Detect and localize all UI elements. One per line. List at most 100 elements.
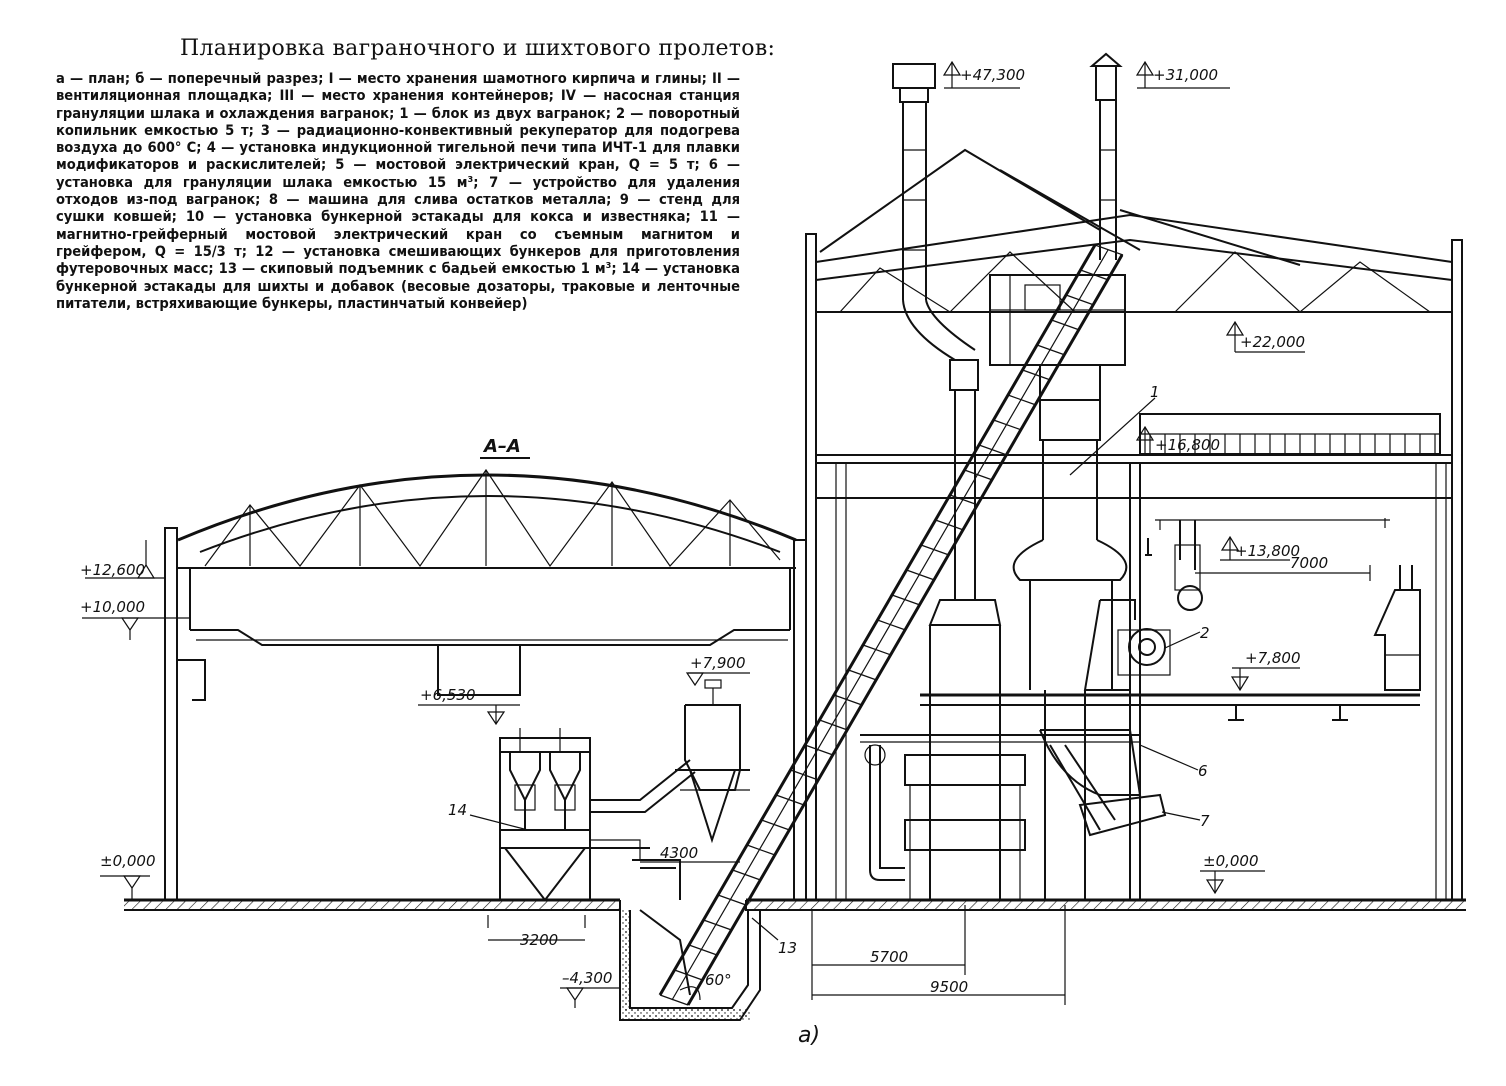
elevation-left-roof: +12,600 xyxy=(80,540,165,579)
elevation-right-roof: +22,000 xyxy=(1225,320,1305,353)
svg-text:1: 1 xyxy=(1150,383,1160,401)
callout-2: 2 xyxy=(1164,624,1210,649)
hoist-rung xyxy=(688,944,718,956)
hoist-rung xyxy=(761,819,790,831)
hoist-rung xyxy=(920,544,950,556)
dim-span-a: 5700 xyxy=(811,905,966,975)
hoist-rung xyxy=(659,994,689,1006)
svg-text:–4,300: –4,300 xyxy=(562,969,612,987)
svg-text:4300: 4300 xyxy=(660,844,698,862)
drying-stand-9 xyxy=(1373,565,1421,691)
elevation-right-crane: +16,800 xyxy=(1135,425,1220,456)
svg-text:13: 13 xyxy=(778,939,797,957)
hoist-rung xyxy=(1065,294,1095,306)
hoist-rung xyxy=(964,469,993,481)
hoist-rung xyxy=(746,844,776,856)
svg-text:7: 7 xyxy=(1200,812,1210,830)
dim-span-b: 9500 xyxy=(811,905,1066,1005)
svg-text:9500: 9500 xyxy=(930,978,968,996)
hoist-rung xyxy=(790,769,819,781)
hoist-rung xyxy=(1022,369,1051,381)
svg-text:60°: 60° xyxy=(705,971,732,989)
svg-text:7000: 7000 xyxy=(1290,554,1328,572)
svg-text:+47,300: +47,300 xyxy=(960,66,1025,84)
hoist-rung xyxy=(732,869,761,881)
hoist-rung xyxy=(1007,394,1037,406)
chimney-left xyxy=(892,63,1002,626)
dim-hook-reach: 7000 xyxy=(1195,554,1371,581)
hoist-rung xyxy=(703,919,732,931)
skip-hoist-13 xyxy=(658,244,1124,1006)
slag-granulator-6 xyxy=(1039,729,1142,831)
svg-text:+6,530: +6,530 xyxy=(420,686,476,704)
svg-text:+12,600: +12,600 xyxy=(80,561,145,579)
svg-text:2: 2 xyxy=(1200,624,1210,642)
svg-text:±0,000: ±0,000 xyxy=(100,852,156,870)
figure-label: а) xyxy=(798,1023,820,1048)
hoist-rung xyxy=(717,894,747,906)
section-label: А–А xyxy=(480,436,530,459)
svg-text:5700: 5700 xyxy=(870,948,908,966)
caption-text: а — план; б — поперечный разрез; I — мес… xyxy=(56,70,740,312)
svg-text:+13,800: +13,800 xyxy=(1235,542,1300,560)
hoist-rung xyxy=(674,969,703,981)
dim-skip-offset: 4300 xyxy=(640,844,740,863)
callout-14: 14 xyxy=(448,801,529,831)
hoist-rung xyxy=(1036,344,1066,356)
left-building-section xyxy=(164,468,807,901)
callout-6: 6 xyxy=(1139,744,1208,780)
elevation-platform: +7,800 xyxy=(1230,649,1301,692)
hoist-rung xyxy=(775,794,805,806)
svg-text:+7,900: +7,900 xyxy=(690,654,746,672)
svg-text:а): а) xyxy=(798,1023,820,1048)
hoist-rung xyxy=(804,744,834,756)
callout-1: 1 xyxy=(1069,383,1160,476)
chimney-right xyxy=(1089,52,1123,260)
elevation-right-floor: ±0,000 xyxy=(1200,852,1265,895)
elevation-left-crane: +10,000 xyxy=(80,598,190,640)
elevation-mixer-top: +7,900 xyxy=(685,654,750,687)
svg-text:+31,000: +31,000 xyxy=(1153,66,1218,84)
hoist-rung xyxy=(935,519,964,531)
hoist-rung xyxy=(978,444,1008,456)
crane-hook xyxy=(1145,518,1390,611)
caption-body: а — план; б — поперечный разрез; I — мес… xyxy=(56,70,740,312)
dim-pit-width: 3200 xyxy=(487,915,586,949)
hoist-rung xyxy=(833,694,863,706)
right-building-section xyxy=(805,148,1463,901)
caption-title: Планировка ваграночного и шихтового прол… xyxy=(180,36,776,61)
hoist-rung xyxy=(891,594,921,606)
elevation-pit-bottom: –4,300 xyxy=(560,969,620,1008)
elevation-left-floor: ±0,000 xyxy=(100,852,156,900)
hoist-rung xyxy=(1051,319,1080,331)
skip-angle: 60° xyxy=(679,971,732,1001)
elevation-crane-hook: +13,800 xyxy=(1220,535,1300,561)
hoist-rung xyxy=(993,419,1022,431)
elevation-chimney-1: +47,300 xyxy=(942,60,1025,89)
svg-text:+10,000: +10,000 xyxy=(80,598,145,616)
ladle-2 xyxy=(1083,599,1171,691)
svg-text:+16,800: +16,800 xyxy=(1155,436,1220,454)
svg-text:±0,000: ±0,000 xyxy=(1203,852,1259,870)
callout-13: 13 xyxy=(751,917,797,957)
elevation-hopper-bottom: +6,530 xyxy=(418,686,520,726)
waste-removal-7 xyxy=(1078,793,1167,837)
callout-7: 7 xyxy=(1161,811,1210,830)
skip-pit xyxy=(619,859,761,1021)
svg-text:А–А: А–А xyxy=(482,436,521,457)
hoist-rung xyxy=(906,569,935,581)
svg-text:+7,800: +7,800 xyxy=(1245,649,1301,667)
hoist-rung xyxy=(862,644,892,656)
cupola-block-1 xyxy=(864,274,1128,900)
svg-text:14: 14 xyxy=(448,801,467,819)
svg-text:6: 6 xyxy=(1198,762,1208,780)
elevation-chimney-2: +31,000 xyxy=(1135,60,1230,89)
hoist-rung xyxy=(819,719,848,731)
hoist-rung xyxy=(848,669,877,681)
svg-text:3200: 3200 xyxy=(520,931,558,949)
mixing-bunkers-12 xyxy=(675,679,750,844)
ground-line xyxy=(124,898,1466,911)
hopper-estakada-14 xyxy=(499,728,696,901)
svg-text:+22,000: +22,000 xyxy=(1240,333,1305,351)
